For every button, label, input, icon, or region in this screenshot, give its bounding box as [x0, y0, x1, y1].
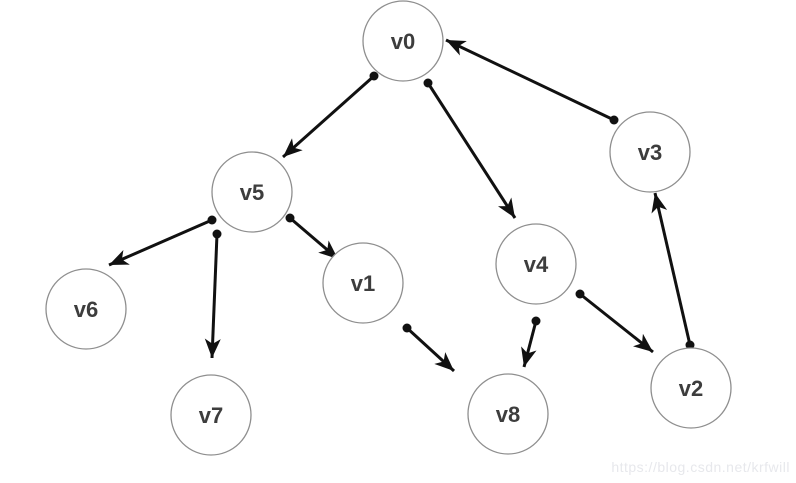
edges-layer: [108, 38, 695, 373]
edge-v3-v0: [445, 38, 615, 122]
graph-node-v4: v4: [495, 223, 577, 305]
node-circle-v7: [170, 374, 252, 456]
node-circle-v4: [495, 223, 577, 305]
node-label-v6: v6: [74, 297, 98, 322]
edge-source-dot-v5-v6: [207, 215, 217, 225]
edge-v0-v5: [282, 74, 375, 159]
node-circle-v3: [609, 111, 691, 193]
edge-v2-v3: [651, 192, 692, 346]
node-circle-v2: [650, 347, 732, 429]
graph-node-v2: v2: [650, 347, 732, 429]
node-circle-v1: [322, 242, 404, 324]
edge-source-dot-v4-v8: [531, 316, 541, 326]
node-circle-v0: [362, 0, 444, 82]
watermark: https://blog.csdn.net/krfwill: [611, 459, 790, 475]
node-label-v0: v0: [391, 29, 415, 54]
edge-v4-v2: [579, 292, 654, 354]
node-circle-v8: [467, 373, 549, 455]
edge-source-dot-v0-v5: [369, 71, 379, 81]
edge-v5-v6: [108, 218, 213, 267]
node-label-v5: v5: [240, 180, 264, 205]
edge-source-dot-v5-v1: [285, 213, 295, 223]
graph-node-v7: v7: [170, 374, 252, 456]
node-label-v8: v8: [496, 402, 520, 427]
nodes-layer: v0 v3 v5 v4 v1 v6 v2 v7 v8: [45, 0, 732, 456]
graph-node-v1: v1: [322, 242, 404, 324]
graph-node-v0: v0: [362, 0, 444, 82]
graph-node-v8: v8: [467, 373, 549, 455]
node-label-v3: v3: [638, 140, 662, 165]
edge-source-dot-v3-v0: [609, 115, 619, 125]
node-label-v7: v7: [199, 403, 223, 428]
edge-v5-v7: [204, 233, 221, 359]
edge-v0-v4: [426, 82, 517, 219]
graph-node-v5: v5: [211, 151, 293, 233]
node-circle-v6: [45, 268, 127, 350]
node-label-v1: v1: [351, 271, 375, 296]
edge-v5-v1: [289, 216, 339, 261]
edge-v4-v8: [521, 320, 538, 368]
node-label-v2: v2: [679, 376, 703, 401]
edge-source-dot-v1-v8: [402, 323, 412, 333]
edge-source-dot-v2-v3: [685, 340, 695, 350]
edge-source-dot-v0-v4: [423, 78, 433, 88]
node-label-v4: v4: [524, 252, 549, 277]
node-circle-v5: [211, 151, 293, 233]
edge-v1-v8: [405, 326, 456, 373]
graph-node-v3: v3: [609, 111, 691, 193]
edge-source-dot-v4-v2: [575, 289, 585, 299]
graph-node-v6: v6: [45, 268, 127, 350]
edge-source-dot-v5-v7: [212, 229, 222, 239]
